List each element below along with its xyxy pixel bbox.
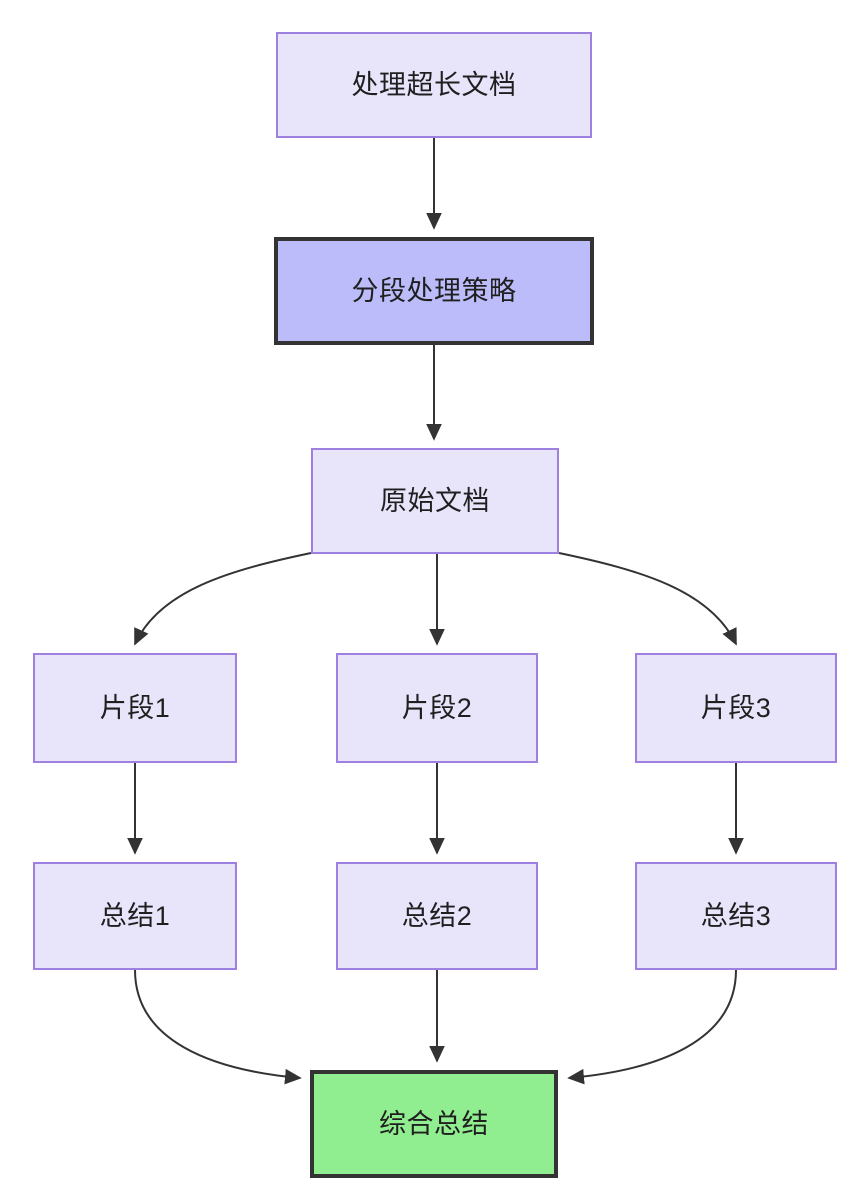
edge-source-to-chunk1 <box>134 552 312 646</box>
node-combined-summary[interactable]: 综合总结 <box>310 1070 558 1178</box>
node-label: 总结3 <box>700 900 772 931</box>
node-label: 综合总结 <box>379 1108 489 1139</box>
node-label: 片段3 <box>700 692 772 723</box>
node-chunk-2[interactable]: 片段2 <box>336 653 538 763</box>
node-label: 处理超长文档 <box>351 69 517 100</box>
node-label: 原始文档 <box>380 485 490 516</box>
node-label: 片段1 <box>99 692 171 723</box>
node-label: 分段处理策略 <box>351 275 517 306</box>
node-chunking-strategy[interactable]: 分段处理策略 <box>274 237 594 345</box>
node-chunk-1[interactable]: 片段1 <box>33 653 237 763</box>
node-label: 总结2 <box>401 900 473 931</box>
node-process-long-document[interactable]: 处理超长文档 <box>276 32 592 138</box>
node-label: 总结1 <box>99 900 171 931</box>
edge-summary1-to-final <box>134 969 302 1085</box>
node-label: 片段2 <box>401 692 473 723</box>
node-summary-2[interactable]: 总结2 <box>336 862 538 970</box>
node-summary-1[interactable]: 总结1 <box>33 862 237 970</box>
edge-source-to-chunk3 <box>558 552 737 646</box>
node-summary-3[interactable]: 总结3 <box>635 862 837 970</box>
edge-summary3-to-final <box>567 969 737 1085</box>
node-chunk-3[interactable]: 片段3 <box>635 653 837 763</box>
node-source-document[interactable]: 原始文档 <box>311 448 559 554</box>
